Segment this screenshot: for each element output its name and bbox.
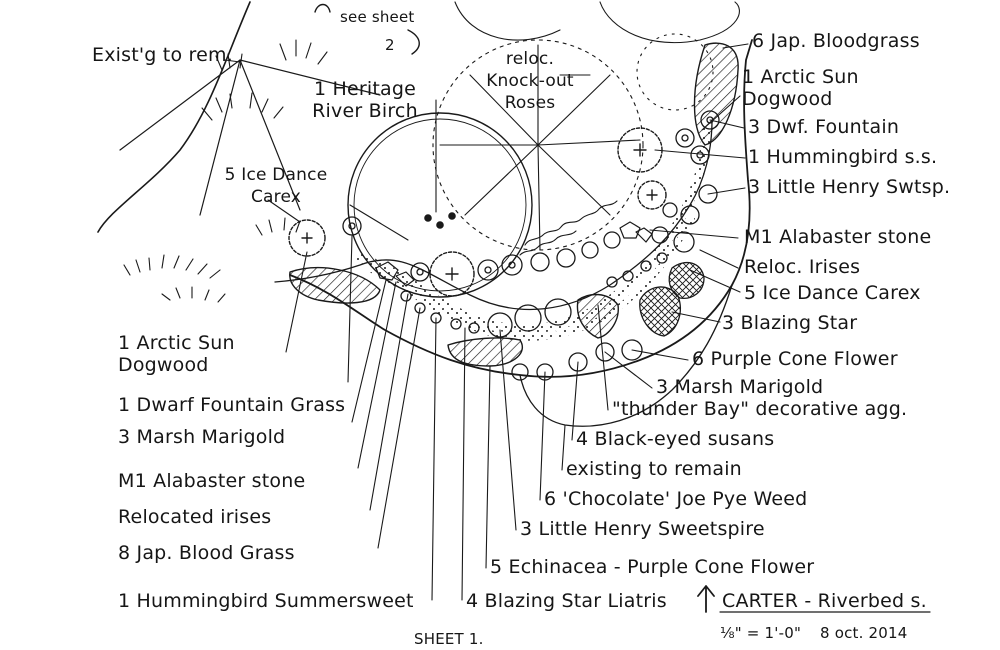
note-relocated-roses: reloc. Knock-out Roses: [486, 49, 574, 113]
lawn-grass-left: [123, 217, 301, 303]
perennial-circles: [342, 110, 720, 381]
label-joe-pye-weed: 6 'Chocolate' Joe Pye Weed: [544, 488, 808, 510]
note-see-sheet: see sheet: [340, 8, 415, 26]
left-leader-lines: [285, 235, 437, 601]
existing-tree-symbol: [97, 1, 381, 233]
label-marsh-marigold-left: 3 Marsh Marigold: [118, 426, 286, 448]
label-echinacea: 5 Echinacea - Purple Cone Flower: [490, 556, 815, 578]
north-arrow-icon: [697, 585, 715, 613]
label-hummingbird-right: 1 Hummingbird s.s.: [748, 146, 938, 168]
label-alabaster-stone-right: M1 Alabaster stone: [744, 226, 932, 248]
label-little-henry-right: 3 Little Henry Swtsp.: [748, 176, 951, 198]
label-relocated-irises-left: Relocated irises: [118, 506, 272, 528]
label-hummingbird-summersweet: 1 Hummingbird Summersweet: [118, 590, 414, 612]
relocated-roses-symbol: [432, 39, 644, 251]
heritage-birch-symbol: [347, 112, 533, 298]
drawing-date: 8 oct. 2014: [820, 624, 908, 642]
label-thunder-bay-aggregate: "thunder Bay" decorative agg.: [612, 398, 908, 420]
label-ice-dance-carex-right: 5 Ice Dance Carex: [744, 282, 921, 304]
blazing-star-masses: [639, 261, 705, 337]
label-jap-blood-grass-left: 8 Jap. Blood Grass: [118, 542, 295, 564]
note-heritage-birch: 1 Heritage River Birch: [312, 78, 418, 122]
sheet-number: SHEET 1.: [414, 630, 484, 648]
label-marsh-marigold-right: 3 Marsh Marigold: [656, 376, 824, 398]
label-blazing-star-right: 3 Blazing Star: [722, 312, 858, 334]
see-sheet-arrow: [407, 29, 420, 55]
relocated-irises-scribble: [519, 200, 618, 256]
right-leader-lines: [461, 43, 749, 601]
label-blazing-star-liatris: 4 Blazing Star Liatris: [466, 590, 667, 612]
label-purple-cone-flower-right: 6 Purple Cone Flower: [692, 348, 898, 370]
japanese-bloodgrass-masses: [289, 42, 739, 367]
designer-title: CARTER - Riverbed s.: [722, 590, 927, 612]
note-ice-dance-carex-top: 5 Ice Dance Carex: [224, 165, 328, 207]
label-little-henry-sweetspire: 3 Little Henry Sweetspire: [520, 518, 765, 540]
label-dwarf-fountain-grass-left: 1 Dwarf Fountain Grass: [118, 394, 346, 416]
label-alabaster-stone-left: M1 Alabaster stone: [118, 470, 306, 492]
shrub-symbols: [288, 127, 667, 297]
top-leader-lines: [224, 59, 591, 241]
label-jap-bloodgrass-right: 6 Jap. Bloodgrass: [752, 30, 920, 52]
note-existing-to-remain: Exist'g to rem.: [92, 44, 233, 66]
label-dwarf-fountain-right: 3 Dwf. Fountain: [748, 116, 900, 138]
note-see-sheet-number: 2: [385, 36, 395, 54]
alabaster-stones: [375, 221, 653, 287]
label-relocated-irises-right: Reloc. Irises: [744, 256, 861, 278]
label-existing-to-remain: existing to remain: [566, 458, 742, 480]
label-arctic-sun-dogwood-left: 1 Arctic Sun Dogwood: [118, 332, 235, 376]
label-arctic-sun-dogwood-right: 1 Arctic Sun Dogwood: [742, 66, 859, 110]
drawing-scale: ⅛" = 1'-0": [720, 624, 802, 642]
label-black-eyed-susans: 4 Black-eyed susans: [576, 428, 775, 450]
